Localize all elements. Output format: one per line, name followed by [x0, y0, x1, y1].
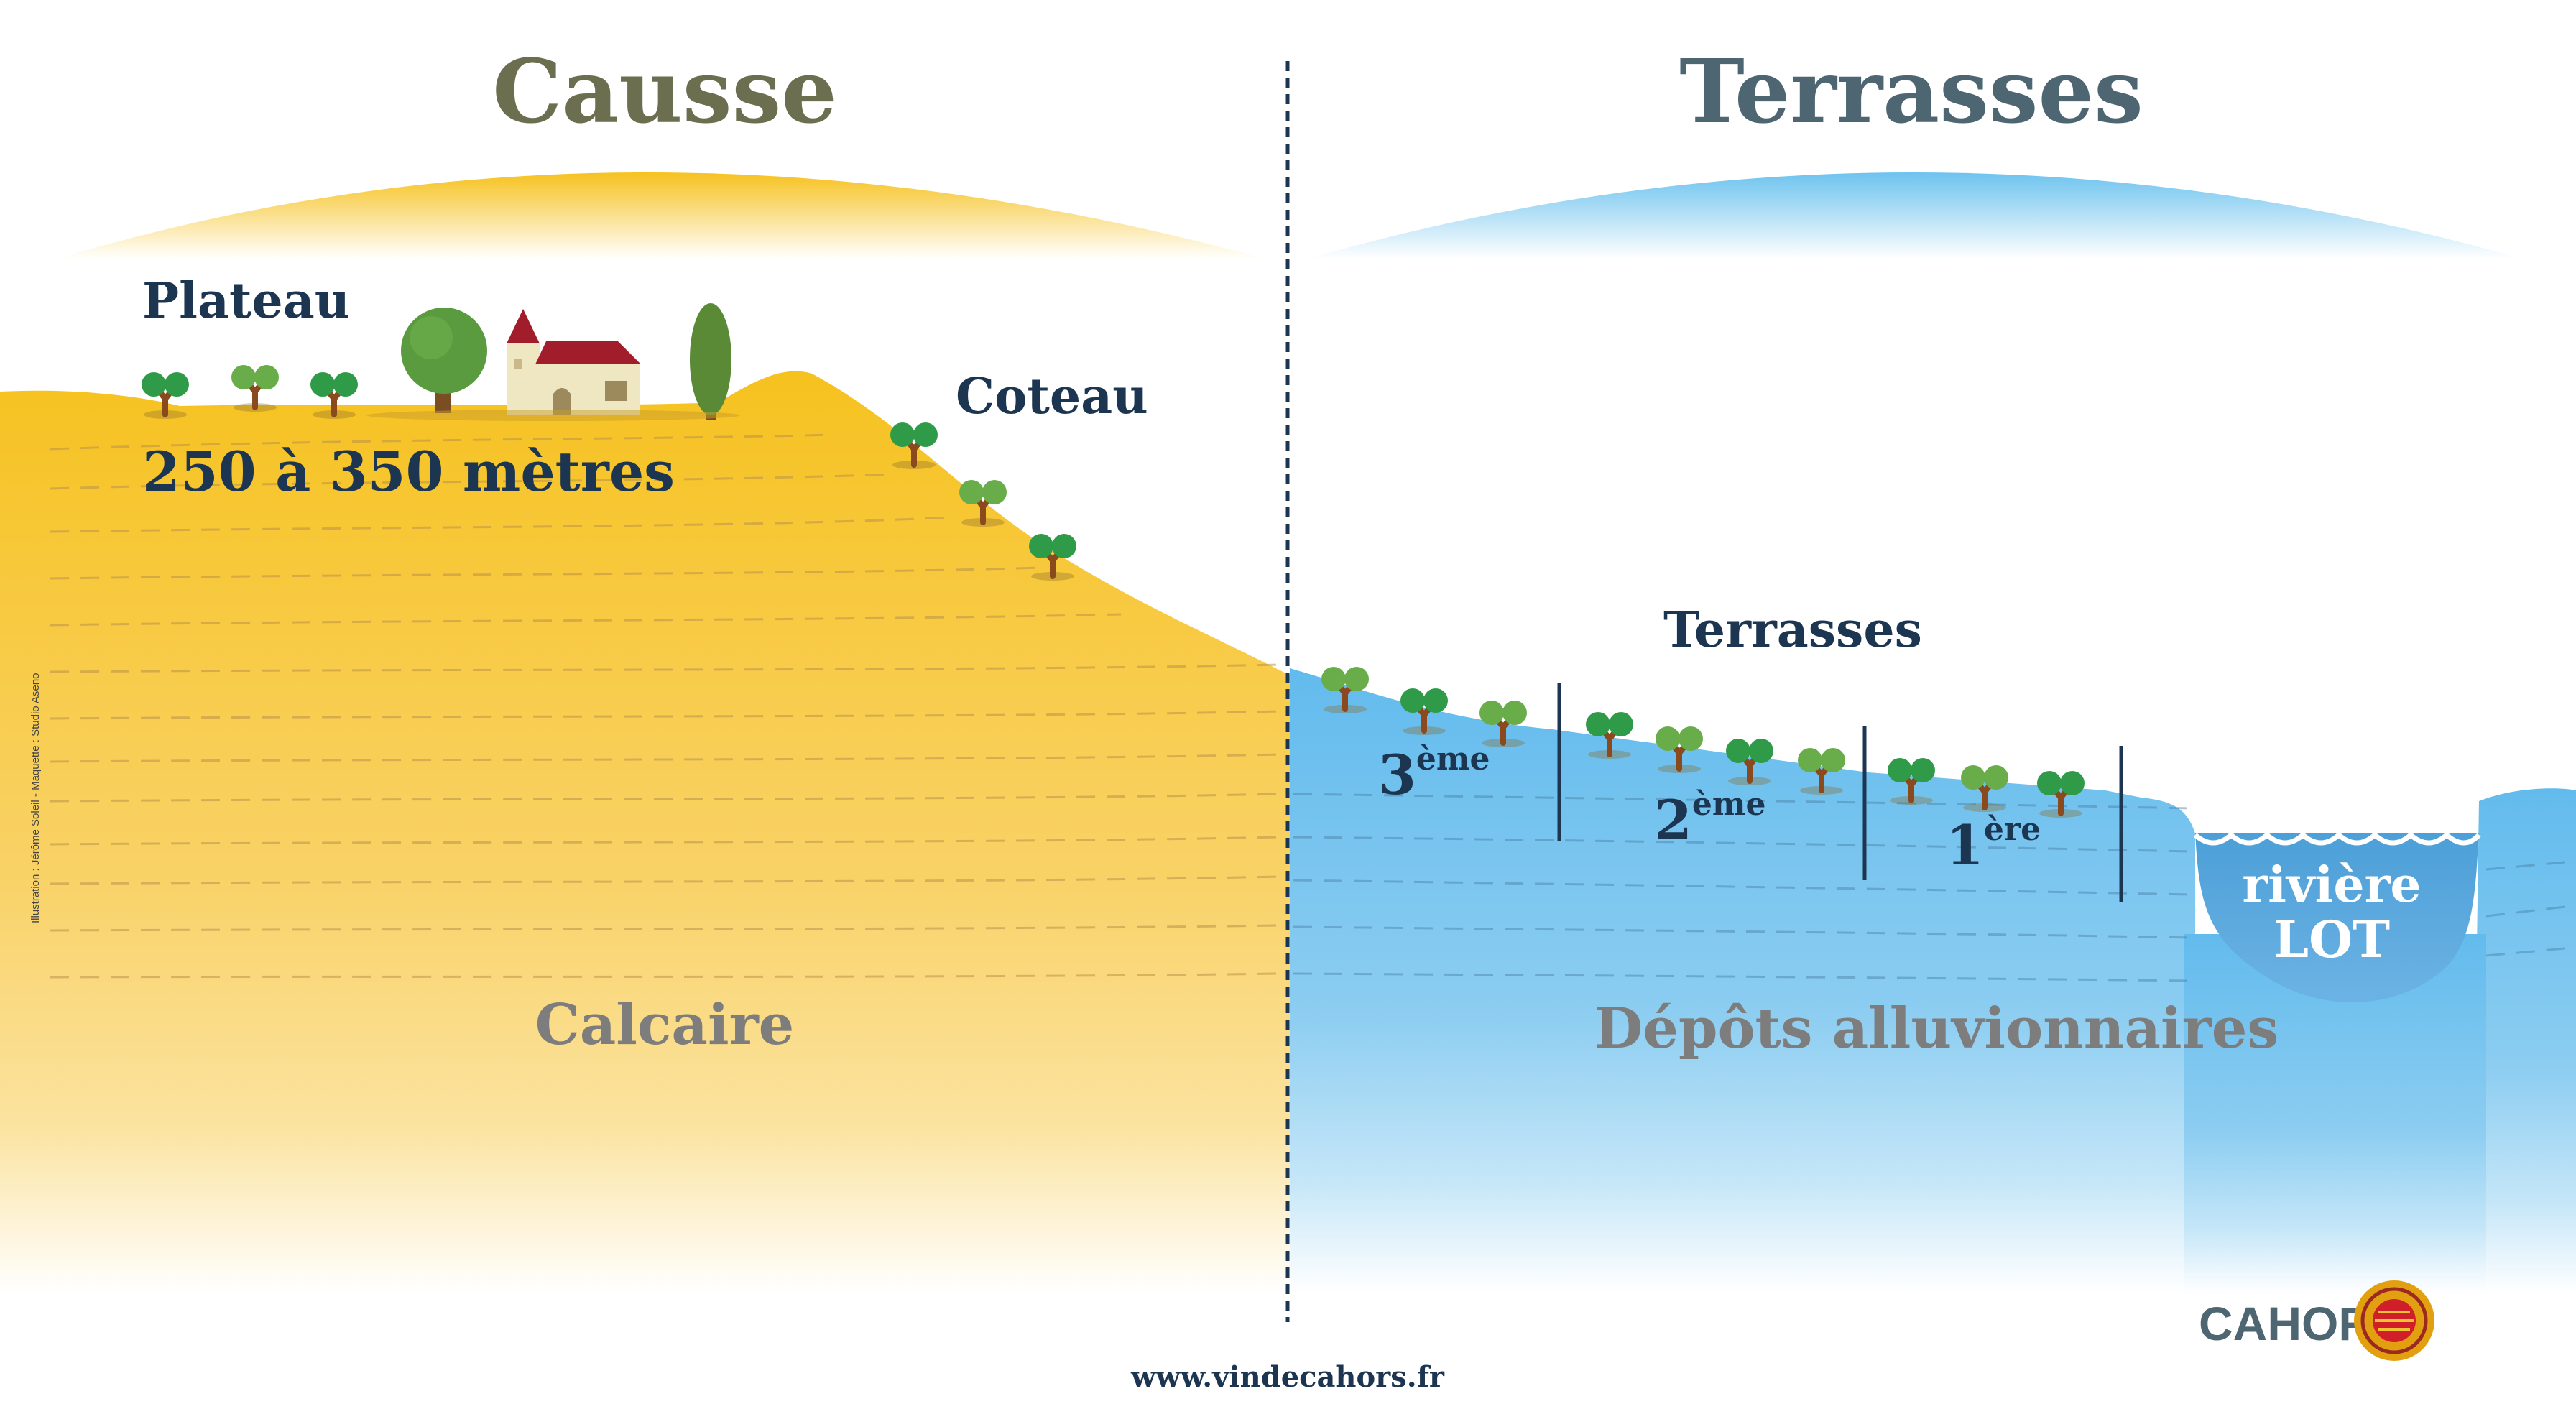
coteau-label: Coteau [956, 368, 1148, 425]
terrace-2-label: 2ème [1654, 786, 1765, 852]
house-icon [507, 309, 641, 415]
alluvial-strata-lines [1293, 793, 2566, 982]
tree-icon [401, 308, 487, 413]
altitude-label: 250 à 350 mètres [142, 440, 675, 504]
vine-icon [2037, 771, 2085, 818]
terrasses-label: Terrasses [1663, 601, 1922, 659]
vine-icon [1479, 701, 1527, 747]
causse-sky-arc [57, 172, 1265, 259]
illustration-credit: Illustration : Jérôme Soleil - Maquette … [29, 673, 42, 923]
vine-icon [142, 372, 189, 419]
terrasses-sky-arc [1308, 172, 2522, 259]
alluvial-ground [1290, 668, 2195, 1293]
vine-icon [1586, 712, 1633, 759]
plateau-label: Plateau [142, 272, 350, 330]
terrace-3-label: 3ème [1378, 741, 1490, 807]
vine-icon [1321, 667, 1369, 713]
strata-lines [50, 433, 1280, 979]
causse-title: Causse [492, 40, 837, 143]
alluvial-label: Dépôts alluvionnaires [1594, 996, 2279, 1061]
vine-icon [1400, 688, 1448, 735]
vine-icon [1656, 726, 1703, 773]
vine-icon [310, 372, 358, 419]
vine-icon [1726, 739, 1773, 785]
vine-icon [1029, 534, 1076, 581]
river-label-line1: rivière [2242, 856, 2421, 914]
alluvial-ground-right [2472, 788, 2576, 1293]
river-waves [2193, 831, 2481, 846]
website-link[interactable]: www.vindecahors.fr [1130, 1360, 1445, 1394]
vine-icon [890, 422, 938, 469]
river-lot [2195, 833, 2479, 1002]
vine-stocks [142, 365, 2085, 818]
terrasses-title: Terrasses [1679, 40, 2143, 143]
vine-icon [1798, 748, 1845, 795]
vine-icon [959, 480, 1007, 527]
river-label-line2: LOT [2273, 910, 2390, 969]
limestone-ground [0, 371, 1290, 1294]
aop-seal-icon [2354, 1280, 2434, 1361]
terrace-1-label: 1ère [1946, 811, 2041, 877]
vine-icon [1961, 765, 2008, 812]
vine-icon [1888, 758, 1935, 805]
calcaire-label: Calcaire [535, 992, 795, 1058]
vine-icon [231, 365, 279, 412]
plateau-shadow [366, 410, 740, 421]
